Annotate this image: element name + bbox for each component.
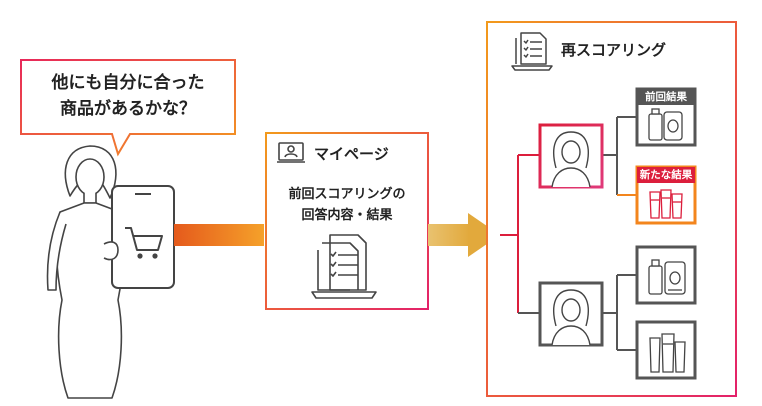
mypage-description: 前回スコアリングの 回答内容・結果 <box>272 184 422 226</box>
speech-line-1: 他にも自分に合った <box>51 73 205 93</box>
cosmetic-bottles-icon <box>648 108 683 141</box>
checklist-laptop-icon <box>511 32 553 71</box>
tablet-cart-icon <box>103 185 175 289</box>
previous-result-label: 前回結果 <box>645 91 687 103</box>
flow-arrow-to-mypage <box>174 224 264 246</box>
new-result-box <box>635 165 697 225</box>
previous-result-box <box>635 87 697 147</box>
result-box <box>635 320 697 380</box>
speech-line-2: 商品があるかな？ <box>60 99 196 119</box>
woman-avatar-icon <box>538 123 604 189</box>
woman-avatar-icon <box>538 281 604 347</box>
document-laptop-icon <box>311 234 377 299</box>
profile-card-icon <box>277 142 305 163</box>
rescoring-title: 再スコアリング <box>561 41 667 59</box>
result-box <box>635 245 697 305</box>
tree-connectors <box>500 116 637 351</box>
new-result-label: 新たな結果 <box>639 169 693 181</box>
mypage-line-2: 回答内容・結果 <box>301 208 393 223</box>
mypage-line-1: 前回スコアリングの <box>288 187 406 202</box>
speech-bubble <box>20 59 236 157</box>
mypage-title: マイページ <box>314 145 389 163</box>
cosmetic-bottles-icon <box>649 189 683 219</box>
rescoring-box <box>486 21 737 397</box>
flow-arrow-to-rescoring <box>428 213 500 257</box>
speech-bubble-text: 他にも自分に合った 商品があるかな？ <box>24 70 232 122</box>
cosmetic-bottles-icon <box>649 333 686 373</box>
cosmetic-bottles-icon <box>648 259 686 295</box>
